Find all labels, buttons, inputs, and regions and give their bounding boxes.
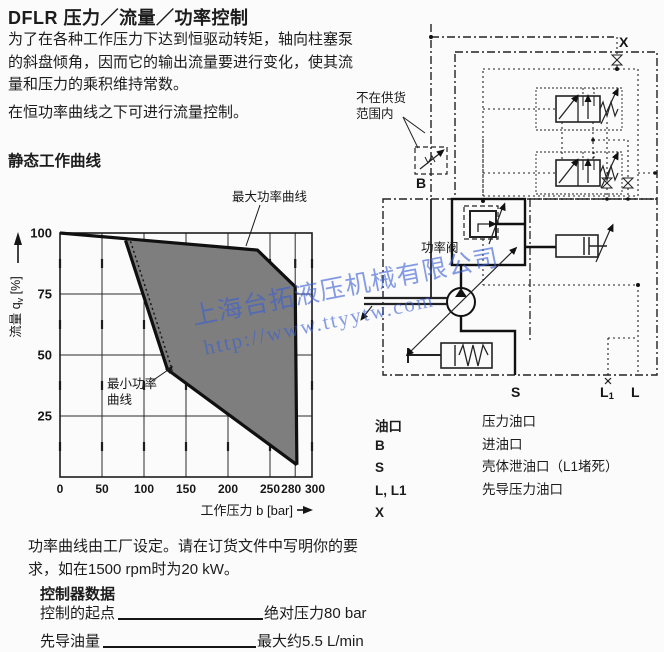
section-heading: 静态工作曲线 (8, 153, 102, 170)
legend-desc: 压力油口 (482, 414, 536, 429)
min-power-annotation: 最小功率 (107, 376, 157, 391)
svg-text:50: 50 (38, 348, 52, 363)
x-axis-label: 工作压力 b [bar] (201, 503, 293, 518)
svg-text:范围内: 范围内 (356, 107, 394, 121)
legend-desc: 壳体泄油口（L1堵死） (482, 459, 619, 475)
legend-row: S 壳体泄油口（L1堵死） (375, 459, 660, 483)
svg-text:50: 50 (95, 482, 109, 496)
power-valve (463, 202, 506, 245)
legend-desc: 先导压力油口 (482, 481, 563, 497)
port-B-label: B (416, 175, 426, 191)
not-in-scope-label: 不在供货 (356, 90, 406, 105)
pilot-valve-1 (555, 87, 619, 125)
note-paragraph: 在恒功率曲线之下可进行流量控制。 (8, 104, 249, 121)
operating-envelope (125, 240, 297, 465)
hydraulic-circuit-diagram: 不在供货 范围内 B X 功率阀 S L1 L (356, 24, 658, 400)
port-S-label: S (511, 384, 520, 400)
svg-text:75: 75 (38, 287, 52, 302)
controller-data-row: 控制的起点 绝对压力80 bar (40, 605, 367, 622)
factory-note: 功率曲线由工厂设定。请在订货文件中写明你的要求，如在1500 rpm时为20 k… (28, 538, 359, 578)
legend-port: B (375, 437, 385, 453)
port-L1-label: L1 (600, 384, 615, 400)
external-valve (414, 146, 448, 175)
counter-cylinder (407, 342, 493, 369)
pump-flow-triangle (455, 288, 467, 297)
svg-text:曲线: 曲线 (107, 393, 133, 407)
power-valve-label: 功率阀 (421, 240, 459, 255)
svg-text:250: 250 (260, 482, 280, 496)
pilot-valves-box (482, 68, 639, 197)
legend-row: 油口 压力油口 (375, 414, 660, 438)
legend-row: X (375, 505, 660, 528)
fill-in-rule (103, 646, 257, 648)
stroking-cylinder (555, 223, 614, 263)
legend-row: B 进油口 (375, 437, 660, 461)
pilot-valve-2 (555, 151, 619, 189)
ports-legend: 油口 压力油口 B 进油口 S 壳体泄油口（L1堵死） L, L1 先导压力油口 X (375, 414, 660, 528)
legend-port: S (375, 460, 385, 476)
svg-text:100: 100 (30, 226, 52, 241)
pump-envelope-box (382, 198, 658, 376)
svg-text:200: 200 (218, 482, 238, 496)
legend-port: 油口 (375, 419, 402, 434)
svg-text:280: 280 (281, 482, 301, 496)
page-title: DFLR 压力／流量／功率控制 (8, 8, 249, 28)
intro-paragraph: 为了在各种工作压力下达到恒驱动转矩，轴向柱塞泵的斜盘倾角，因而它的输出流量要进行… (8, 31, 354, 93)
svg-text:100: 100 (134, 482, 154, 496)
legend-port: L, L1 (375, 482, 407, 498)
feedback-line (410, 251, 513, 352)
y-axis-label: 流量 qv [%] (9, 276, 25, 337)
legend-port: X (375, 505, 385, 521)
controller-data-row: 先导油量 最大约5.5 L/min (40, 633, 364, 650)
legend-row: L, L1 先导压力油口 (375, 482, 660, 506)
max-power-curve (59, 231, 299, 465)
footer-block: 功率曲线由工厂设定。请在订货文件中写明你的要求，如在1500 rpm时为20 k… (28, 535, 394, 651)
svg-text:25: 25 (38, 409, 52, 424)
svg-text:150: 150 (176, 482, 196, 496)
port-X-label: X (619, 34, 629, 50)
svg-text:0: 0 (57, 482, 64, 496)
port-L-label: L (631, 384, 640, 400)
controller-data-heading: 控制器数据 (40, 586, 116, 603)
stroking-block (450, 197, 527, 267)
junction-dots (429, 35, 657, 287)
fill-in-rule (118, 618, 264, 620)
max-power-annotation: 最大功率曲线 (232, 189, 308, 204)
legend-desc: 进油口 (482, 436, 523, 452)
svg-text:300: 300 (305, 482, 325, 496)
